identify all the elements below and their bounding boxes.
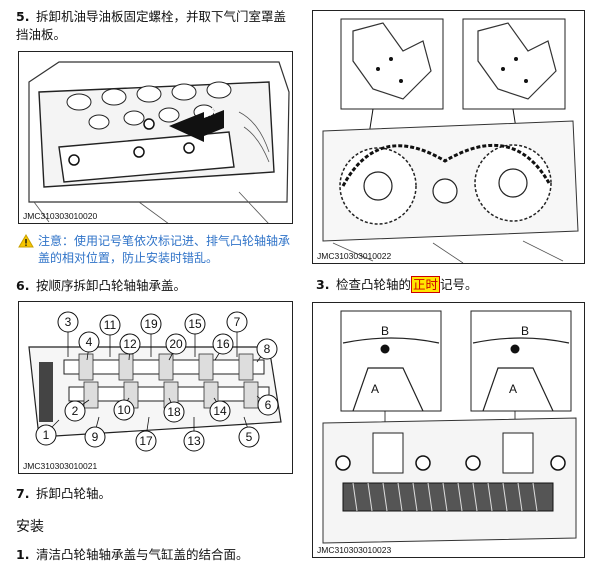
warning-icon: [18, 234, 34, 248]
camshaft-caps-illustration: 3 11 19 15 7 4 12 20 16 8 2 10 18 14 6 1…: [28, 311, 282, 452]
step-number: 1.: [16, 547, 30, 562]
step-7: 7. 拆卸凸轮轴。: [16, 485, 296, 503]
figure-valve-cover-baffle: x4 JMC310303010020: [18, 51, 293, 224]
callout-1: 1: [43, 428, 50, 442]
figure-caption: JMC310303010021: [23, 461, 98, 471]
callout-13: 13: [187, 434, 201, 448]
label-a-right: A: [509, 382, 517, 396]
step-number: 7.: [16, 486, 30, 501]
step-5: 5.拆卸机油导油板固定螺栓，并取下气门室罩盖挡油板。: [16, 8, 296, 44]
quantity-badge: x4: [204, 106, 218, 120]
caution-note: 注意：使用记号笔依次标记进、排气凸轮轴轴承盖的相对位置，防止安装时错乱。: [18, 233, 298, 267]
callout-2: 2: [72, 404, 79, 418]
callout-9: 9: [92, 430, 99, 444]
step-number: 3.: [316, 277, 330, 292]
caution-text: 注意：使用记号笔依次标记进、排气凸轮轴轴承盖的相对位置，防止安装时错乱。: [38, 234, 291, 265]
engine-top-illustration: x4: [28, 61, 290, 223]
callout-5: 5: [246, 430, 253, 444]
step-number: 6.: [16, 278, 30, 293]
figure-timing-marks: B A B A JMC310303010023: [312, 302, 585, 558]
step-text-after: 记号。: [440, 277, 478, 292]
callout-19: 19: [144, 317, 158, 331]
step-number: 5.: [16, 9, 30, 24]
label-a-left: A: [371, 382, 379, 396]
step-1: 1. 清洁凸轮轴轴承盖与气缸盖的结合面。: [16, 546, 296, 564]
callout-16: 16: [216, 337, 230, 351]
timing-highlight: 正时: [411, 276, 441, 293]
figure-bearing-cap-order: 3 11 19 15 7 4 12 20 16 8 2 10 18 14 6 1…: [18, 301, 293, 474]
figure-caption: JMC310303010023: [317, 545, 392, 555]
timing-marks-illustration: B A B A: [322, 310, 577, 544]
timing-chain-illustration: [322, 18, 579, 263]
callout-20: 20: [169, 337, 183, 351]
figure-caption: JMC310303010020: [23, 211, 98, 221]
callout-8: 8: [264, 342, 271, 356]
step-text-before: 检查凸轮轴的: [336, 277, 412, 292]
callout-12: 12: [123, 337, 137, 351]
callout-17: 17: [139, 434, 153, 448]
label-b-right: B: [521, 324, 529, 338]
figure-timing-chain: JMC310303010022: [312, 10, 585, 264]
step-3: 3. 检查凸轮轴的正时记号。: [316, 276, 596, 294]
callout-4: 4: [86, 335, 93, 349]
step-text: 清洁凸轮轴轴承盖与气缸盖的结合面。: [36, 547, 249, 562]
figure-caption: JMC310303010022: [317, 251, 392, 261]
callout-14: 14: [213, 404, 227, 418]
callout-11: 11: [104, 318, 117, 332]
callout-10: 10: [117, 403, 131, 417]
section-heading-install: 安装: [16, 519, 44, 535]
callout-18: 18: [167, 405, 181, 419]
step-text: 按顺序拆卸凸轮轴轴承盖。: [36, 278, 187, 293]
callout-6: 6: [265, 398, 272, 412]
label-b-left: B: [381, 324, 389, 338]
callout-7: 7: [234, 315, 241, 329]
callout-15: 15: [188, 317, 202, 331]
step-text: 拆卸机油导油板固定螺栓，并取下气门室罩盖挡油板。: [16, 9, 287, 42]
step-6: 6. 按顺序拆卸凸轮轴轴承盖。: [16, 277, 296, 295]
step-text: 拆卸凸轮轴。: [36, 486, 112, 501]
callout-3: 3: [65, 315, 72, 329]
